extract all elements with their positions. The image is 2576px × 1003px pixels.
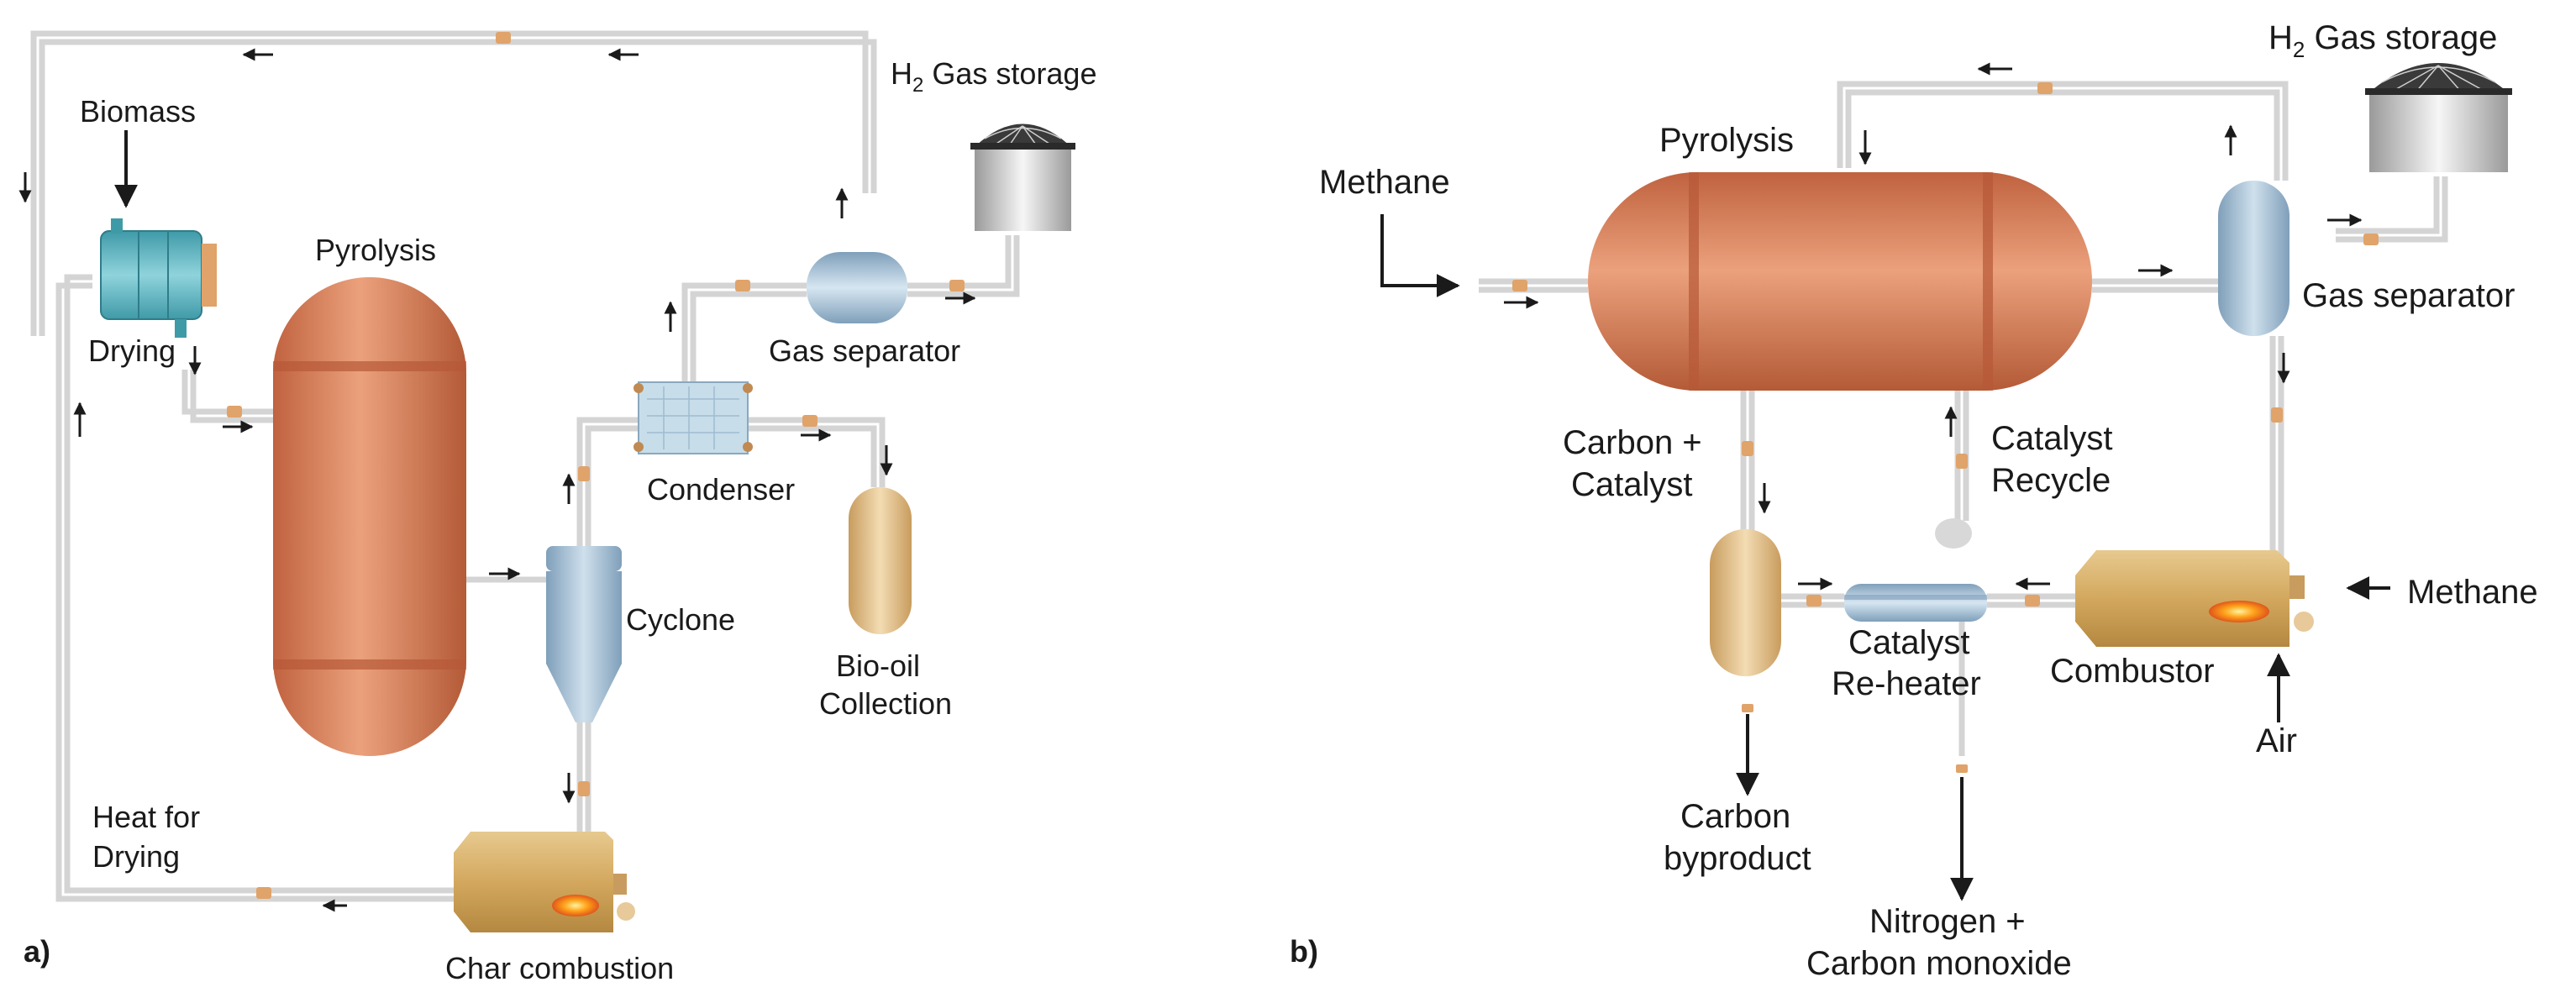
condenser	[633, 381, 753, 454]
label-nitrogen-2: Carbon monoxide	[1806, 945, 2072, 982]
label-biooil-1: Bio-oil	[836, 649, 920, 683]
biooil-vessel	[849, 487, 912, 634]
label-reheater-1: Catalyst	[1848, 624, 1970, 661]
label-pyrolysis-a: Pyrolysis	[315, 233, 436, 267]
h2-storage-tank-a	[970, 123, 1075, 231]
label-gas-separator-b: Gas separator	[2302, 277, 2515, 314]
catalyst-reheater	[1844, 584, 1987, 622]
h2-storage-tank-b	[2365, 63, 2512, 172]
external-arrows-b	[1380, 214, 2390, 901]
panel-b-tag: b)	[1290, 934, 1318, 969]
panel-a-tag: a)	[24, 934, 50, 969]
valves-b	[1512, 82, 2379, 773]
label-catalyst-recycle-2: Recycle	[1991, 462, 2111, 499]
pipe-network-b	[1479, 81, 2448, 756]
label-cyclone: Cyclone	[626, 602, 735, 637]
panel-b: Methane Pyrolysis H2 Gas storage Gas sep…	[1290, 19, 2538, 982]
label-h2-storage-b: H2 Gas storage	[2268, 19, 2497, 62]
label-condenser: Condenser	[647, 472, 795, 507]
label-h2-storage-a: H2 Gas storage	[891, 56, 1096, 97]
pyrolysis-reactor-a	[273, 277, 466, 756]
label-carbon-catalyst-1: Carbon +	[1563, 424, 1702, 461]
label-methane-in: Methane	[1319, 164, 1450, 201]
char-combustor-a	[454, 832, 635, 932]
label-carbon-catalyst-2: Catalyst	[1571, 466, 1693, 503]
label-biooil-2: Collection	[819, 686, 952, 721]
label-air: Air	[2256, 722, 2297, 759]
gas-separator-a	[807, 252, 907, 323]
gas-separator-b	[2218, 181, 2289, 336]
label-nitrogen-1: Nitrogen +	[1869, 903, 2026, 940]
label-reheater-2: Re-heater	[1832, 665, 1981, 702]
label-methane-combustor: Methane	[2407, 574, 2538, 611]
label-pyrolysis-b: Pyrolysis	[1659, 122, 1794, 159]
panel-a: Biomass Drying Pyrolysis H2 Gas storage …	[18, 30, 1096, 985]
catalyst-recycle-bulb	[1935, 518, 1972, 549]
valves-a	[227, 32, 965, 899]
label-char-combustion: Char combustion	[445, 951, 674, 985]
label-heat-2: Drying	[92, 839, 180, 874]
carbon-vessel	[1710, 529, 1781, 676]
label-carbon-byproduct-2: byproduct	[1664, 840, 1811, 877]
label-heat-1: Heat for	[92, 800, 200, 834]
label-gas-separator-a: Gas separator	[769, 333, 960, 368]
combustor-b	[2075, 550, 2314, 647]
flow-arrows-a	[18, 48, 976, 912]
drying-drum	[100, 218, 217, 338]
pipe-network-a	[30, 30, 1020, 902]
label-drying: Drying	[88, 333, 176, 368]
cyclone	[546, 546, 622, 722]
pyrolysis-reactor-b	[1588, 172, 2092, 391]
label-carbon-byproduct-1: Carbon	[1680, 798, 1790, 835]
label-biomass: Biomass	[80, 94, 196, 129]
label-combustor: Combustor	[2050, 653, 2215, 690]
flow-arrows-b	[1504, 62, 2363, 591]
label-catalyst-recycle-1: Catalyst	[1991, 420, 2113, 457]
